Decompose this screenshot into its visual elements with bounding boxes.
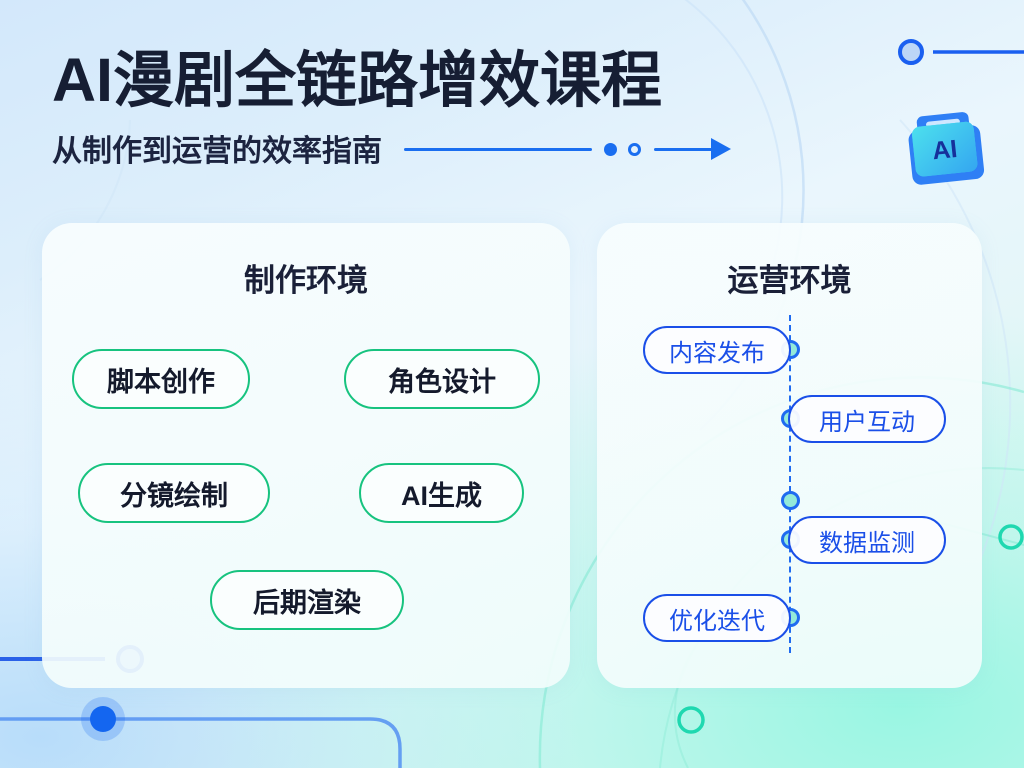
svg-text:AI: AI: [931, 135, 959, 165]
dot-bottom-left: [90, 706, 116, 732]
arrow-line-segment-2: [654, 147, 712, 151]
arrow-line-segment: [404, 147, 592, 151]
subtitle-row: 从制作到运营的效率指南: [52, 126, 952, 170]
page-subtitle: 从制作到运营的效率指南: [52, 135, 382, 169]
pill-character-design[interactable]: 角色设计: [344, 349, 540, 409]
ai-badge-icon: AI: [908, 112, 985, 185]
ring-right-edge: [998, 524, 1024, 550]
card-production-environment: 制作环境 脚本创作 角色设计 分镜绘制 AI生成 后期渲染: [42, 223, 570, 688]
pill-user-interaction[interactable]: 用户互动: [788, 395, 946, 443]
dot-halo-bottom-left: [81, 697, 125, 741]
arrow-dot-filled-icon: [604, 142, 617, 156]
path-bottom-left: [0, 717, 402, 768]
page-title: AI漫剧全链路增效课程: [52, 46, 663, 114]
timeline-dashed-line: [789, 315, 791, 653]
pill-storyboard[interactable]: 分镜绘制: [78, 463, 270, 523]
arrow-head-icon: [711, 138, 731, 161]
card-title-production: 制作环境: [244, 263, 368, 298]
card-operation-environment: 运营环境 内容发布 用户互动 数据监测 优化迭代: [597, 223, 982, 688]
card-title-operation: 运营环境: [727, 263, 852, 298]
pill-script-creation[interactable]: 脚本创作: [72, 349, 250, 409]
pill-data-monitoring[interactable]: 数据监测: [788, 516, 946, 564]
pill-post-rendering[interactable]: 后期渲染: [210, 570, 404, 630]
pill-ai-generation[interactable]: AI生成: [359, 463, 524, 523]
arrow-decoration: [404, 138, 731, 161]
arrow-dot-ring-icon: [628, 142, 641, 156]
timeline-dot-3: [781, 491, 800, 510]
ring-bottom-right: [677, 706, 705, 734]
pill-optimization-iteration[interactable]: 优化迭代: [643, 594, 791, 642]
header: AI漫剧全链路增效课程 从制作到运营的效率指南: [52, 48, 952, 170]
pill-content-publishing[interactable]: 内容发布: [643, 326, 791, 374]
